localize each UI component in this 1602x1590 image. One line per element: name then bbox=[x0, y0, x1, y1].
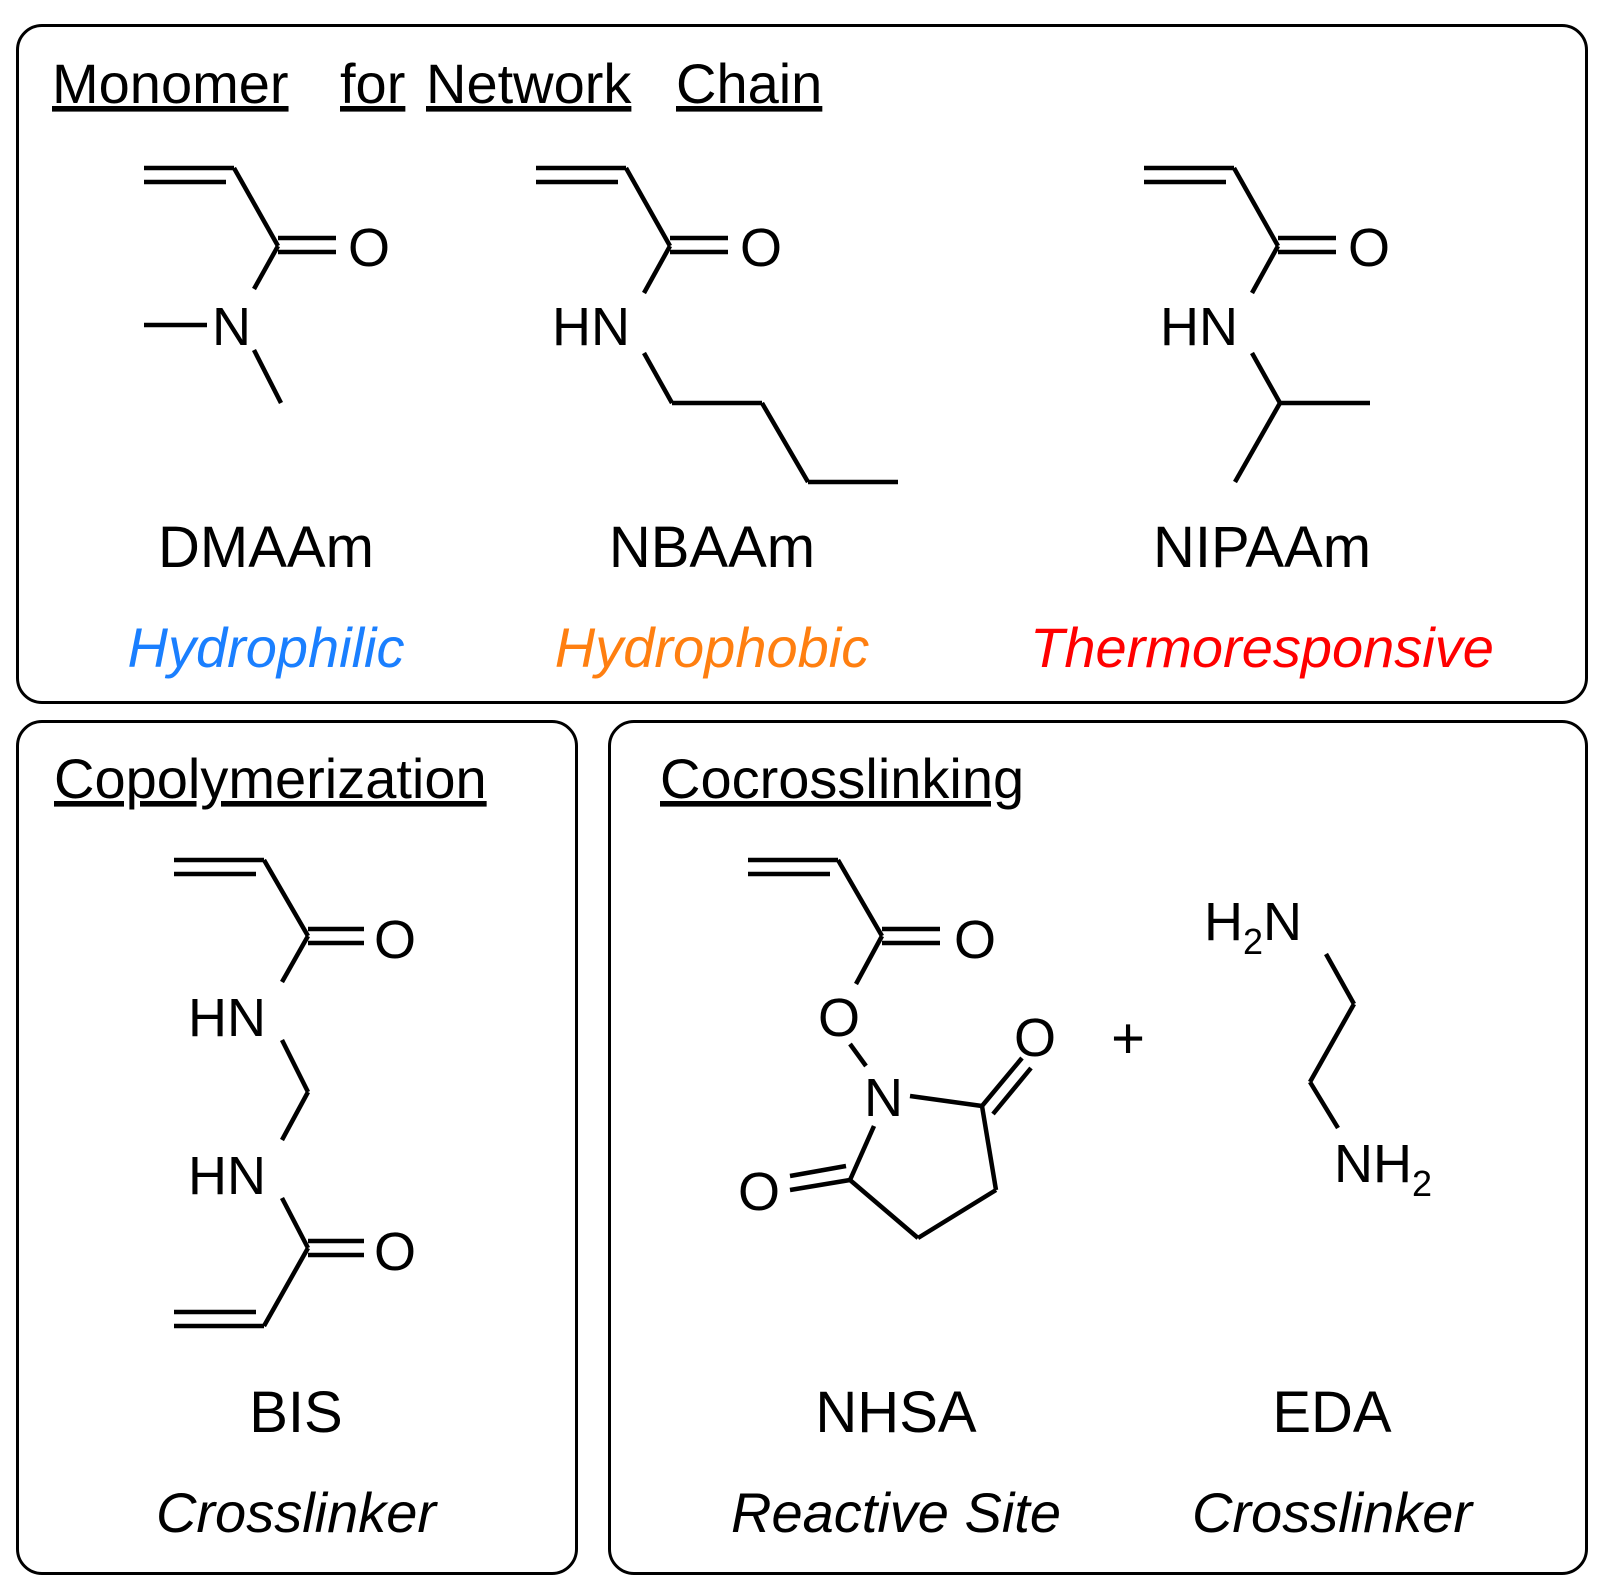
header-copolymerization: Copolymerization bbox=[54, 747, 487, 810]
dmaam-label: DMAAm bbox=[158, 515, 374, 580]
bis-hn-atom-bottom: HN bbox=[188, 1146, 266, 1206]
nhsa-carbonyl-o-atom: O bbox=[954, 910, 996, 970]
nipaam-structure: O HN bbox=[1144, 165, 1390, 484]
bis-label: BIS bbox=[249, 1380, 343, 1445]
bis-o-atom-bottom: O bbox=[374, 1222, 416, 1282]
copolymerization-panel bbox=[16, 720, 578, 1575]
nbaam-label: NBAAm bbox=[609, 515, 815, 580]
nhsa-imide-o-atom-right: O bbox=[1014, 1008, 1056, 1068]
monomer-panel bbox=[16, 24, 1588, 704]
bis-structure: O HN HN O bbox=[174, 857, 416, 1329]
plus-sign: + bbox=[1111, 1006, 1145, 1071]
nhsa-structure: O O O N O bbox=[738, 857, 1056, 1240]
eda-nh2-atom: NH2 bbox=[1334, 1134, 1432, 1204]
bis-o-atom-top: O bbox=[374, 910, 416, 970]
nipaam-hn-atom: HN bbox=[1160, 297, 1238, 357]
dmaam-structure: O N bbox=[144, 165, 390, 405]
header-network: Network bbox=[426, 52, 632, 115]
nipaam-o-atom: O bbox=[1348, 218, 1390, 278]
nhsa-n-atom: N bbox=[864, 1068, 903, 1128]
nipaam-label: NIPAAm bbox=[1153, 515, 1371, 580]
nbaam-role: Hydrophobic bbox=[555, 616, 869, 679]
bis-hn-atom-top: HN bbox=[188, 988, 266, 1048]
nhsa-imide-o-atom-left: O bbox=[738, 1162, 780, 1222]
dmaam-role: Hydrophilic bbox=[128, 616, 405, 679]
header-cocrosslinking: Cocrosslinking bbox=[660, 747, 1024, 810]
nhsa-role: Reactive Site bbox=[731, 1481, 1061, 1544]
header-monomer: Monomer bbox=[52, 52, 289, 115]
nbaam-structure: O HN bbox=[536, 165, 898, 485]
eda-structure: H2N NH2 bbox=[1204, 892, 1432, 1204]
header-chain: Chain bbox=[676, 52, 822, 115]
cocrosslinking-panel bbox=[608, 720, 1588, 1575]
eda-label: EDA bbox=[1272, 1380, 1392, 1445]
nhsa-ester-o-atom: O bbox=[818, 988, 860, 1048]
nhsa-label: NHSA bbox=[815, 1380, 976, 1445]
eda-h2n-atom: H2N bbox=[1204, 892, 1302, 962]
nipaam-role: Thermoresponsive bbox=[1030, 616, 1494, 679]
nbaam-o-atom: O bbox=[740, 218, 782, 278]
bis-role: Crosslinker bbox=[156, 1481, 438, 1544]
eda-role: Crosslinker bbox=[1192, 1481, 1474, 1544]
nbaam-hn-atom: HN bbox=[552, 297, 630, 357]
dmaam-n-atom: N bbox=[212, 297, 251, 357]
dmaam-o-atom: O bbox=[348, 218, 390, 278]
header-for: for bbox=[340, 52, 405, 115]
